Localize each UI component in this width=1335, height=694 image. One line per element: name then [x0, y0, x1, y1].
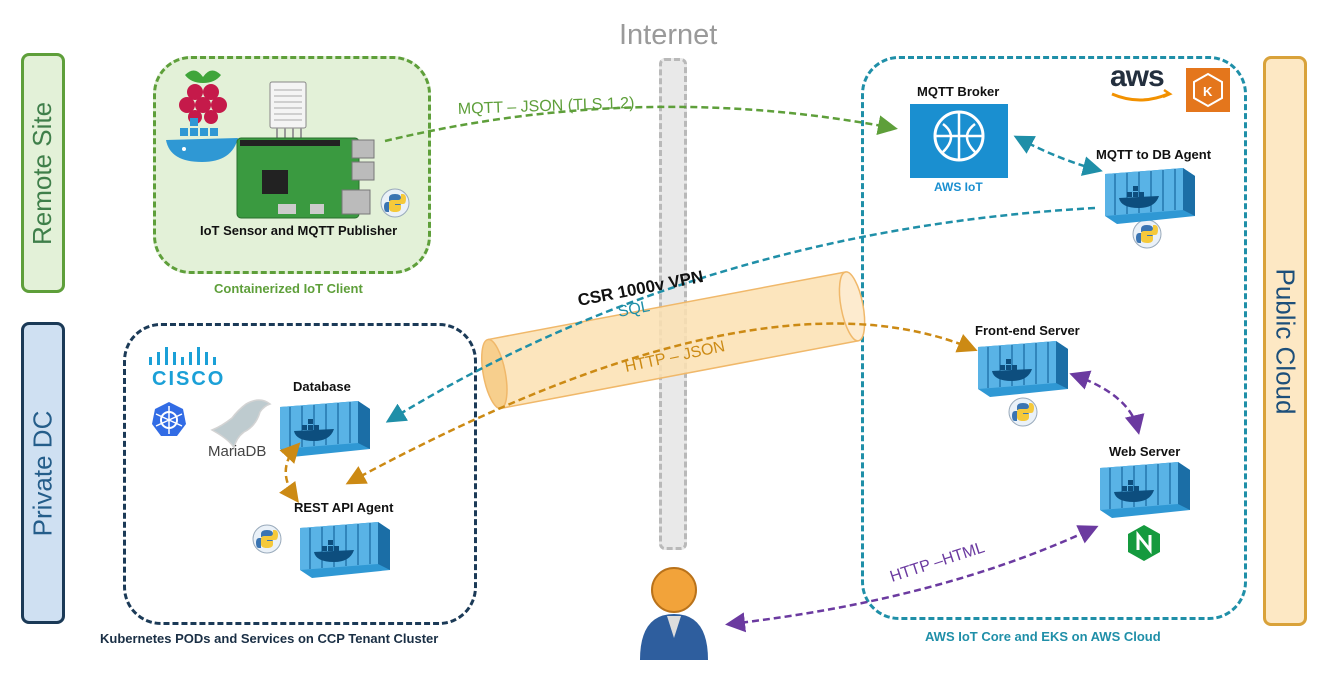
iot-client-zone-label: Containerized IoT Client [214, 281, 363, 296]
python-icon [380, 188, 410, 218]
mqtt-json-arrow [384, 105, 898, 143]
iot-sensor-label: IoT Sensor and MQTT Publisher [200, 223, 398, 238]
http-html-arrow [725, 525, 1099, 633]
cisco-logo-text: CISCO [152, 368, 226, 390]
mqtt-json-label: MQTT – JSON (TLS 1.2) [458, 95, 635, 118]
cisco-logo [149, 347, 216, 365]
web-server-label: Web Server [1109, 444, 1181, 459]
rest-api-agent-label: REST API Agent [294, 500, 394, 515]
python-icon-rest [252, 524, 282, 554]
frontend-server-label: Front-end Server [975, 323, 1080, 338]
aws-iot-icon [910, 104, 1008, 178]
k8s-cluster-zone-label: Kubernetes PODs and Services on CCP Tena… [100, 631, 439, 646]
remote-site-tab: Remote Site [21, 53, 65, 293]
mariadb-logo-text: MariaDB [208, 443, 267, 460]
docker-icon [166, 118, 238, 162]
http-html-label: HTTP –HTML [888, 539, 987, 586]
internet-label: Internet [619, 19, 718, 51]
python-icon-frontend [1008, 397, 1038, 427]
private-dc-tab: Private DC [21, 322, 65, 624]
db-rest-arrow [279, 442, 301, 504]
sql-arrow [385, 206, 1096, 423]
mqtt-broker-label: MQTT Broker [917, 84, 1000, 99]
kubernetes-icon [152, 402, 186, 436]
mariadb-seal-icon [210, 399, 272, 451]
aws-iot-label: AWS IoT [934, 180, 983, 194]
aws-logo [1111, 88, 1173, 102]
broker-agent-arrow [1013, 135, 1103, 176]
database-label: Database [293, 379, 351, 394]
public-cloud-tab: Public Cloud [1263, 56, 1307, 626]
eks-icon: K [1186, 68, 1230, 112]
user-icon [640, 567, 708, 660]
http-json-arrow [345, 322, 978, 485]
frontend-web-arrow [1069, 370, 1145, 435]
nginx-icon [1128, 525, 1160, 561]
mqtt-db-agent-label: MQTT to DB Agent [1096, 147, 1212, 162]
raspberry-pi-board [236, 137, 375, 219]
svg-text:K: K [1203, 84, 1213, 99]
aws-logo-text: aws [1110, 60, 1165, 93]
aws-cloud-zone-label: AWS IoT Core and EKS on AWS Cloud [925, 629, 1161, 644]
sql-label: SQL [617, 298, 652, 321]
http-json-label: HTTP – JSON [623, 338, 726, 376]
